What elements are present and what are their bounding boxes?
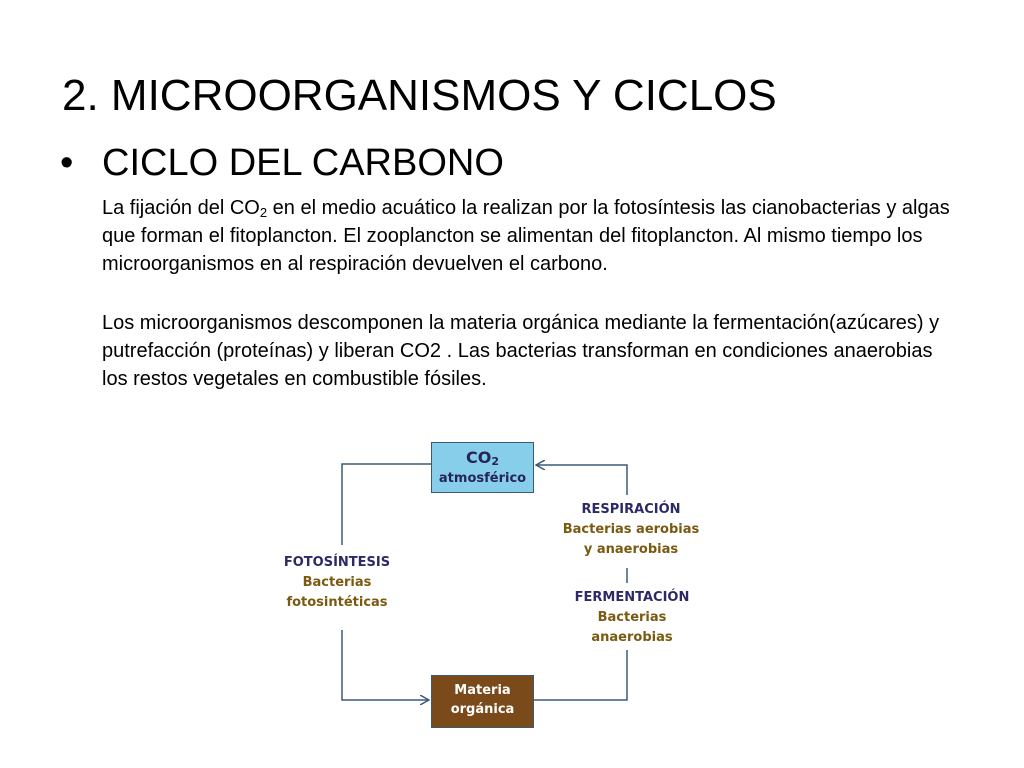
bullet-dot: • [60,142,74,184]
para1-start: La fijación del CO [102,197,260,219]
fermentacion-line1: Bacterias [597,610,667,625]
co2-atmosferico-box: CO2 atmosférico [431,442,534,493]
paragraph-decomposition: Los microorganismos descomponen la mater… [102,312,940,390]
respiracion-head: RESPIRACIÓN [581,502,681,517]
fotosintesis-head: FOTOSÍNTESIS [283,555,391,570]
co2-label: CO [466,448,492,467]
respiracion-label: RESPIRACIÓN Bacterias aerobias y anaerob… [562,500,700,560]
fermentacion-label: FERMENTACIÓN Bacterias anaerobias [566,588,698,648]
bullet-heading: • CICLO DEL CARBONO [60,140,504,186]
co2-subscript: 2 [491,455,499,468]
co2-atmosferico-label: atmosférico [438,471,527,486]
bullet-text: CICLO DEL CARBONO [102,142,504,184]
para1-subscript: 2 [259,205,268,220]
para1-rest: en el medio acuático la realizan por la … [102,197,950,275]
materia-organica-box: Materia orgánica [431,675,534,728]
fotosintesis-label: FOTOSÍNTESIS Bacterias fotosintéticas [276,553,398,613]
fermentacion-line2: anaerobias [591,630,673,645]
fotosintesis-line2: fotosintéticas [286,595,388,610]
fotosintesis-line1: Bacterias [302,575,372,590]
respiracion-line2: y anaerobias [583,542,679,557]
fermentacion-head: FERMENTACIÓN [574,590,690,605]
organica-label: orgánica [450,702,515,717]
materia-label: Materia [454,683,511,698]
paragraph-fixation: La fijación del CO2 en el medio acuático… [102,194,962,278]
respiracion-line1: Bacterias aerobias [562,522,700,537]
slide-title: 2. MICROORGANISMOS Y CICLOS [62,71,777,120]
